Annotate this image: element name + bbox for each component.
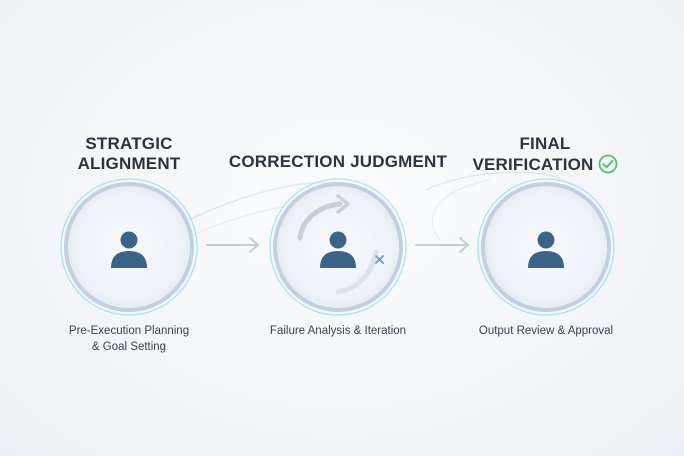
x-mark-icon (375, 255, 384, 264)
step-1-title-line-2: ALIGNMENT (77, 154, 181, 173)
user-icon (320, 231, 356, 268)
step-3-title-line-2-text: VERIFICATION (472, 155, 594, 174)
background-swoosh (431, 179, 491, 241)
step-2-caption-line-1: Failure Analysis & Iteration (269, 325, 407, 337)
step-1-caption-line-1: Pre-Execution Planning (68, 325, 190, 337)
refresh-arrow-icon (297, 201, 379, 295)
check-circle-icon (598, 154, 617, 174)
step-1-title-line-1: STRATGIC (85, 134, 173, 153)
step-1-caption: Pre-Execution Planning & Goal Setting (49, 323, 209, 355)
step-3-title-line-1: FINAL (519, 134, 571, 153)
step-3-title-line-2: VERIFICATION (450, 154, 640, 175)
step-node-2 (269, 178, 407, 316)
step-2-caption: Failure Analysis & Iteration (248, 323, 428, 339)
user-icon (528, 231, 564, 268)
user-icon (111, 231, 147, 268)
arrow-right-icon (415, 237, 469, 253)
step-3-caption: Output Review & Approval (466, 323, 626, 339)
step-node-1 (60, 178, 198, 316)
step-node-3 (477, 178, 615, 316)
step-1-caption-line-2: & Goal Setting (91, 341, 167, 353)
step-2-title: CORRECTION JUDGMENT (228, 152, 448, 172)
arrow-right-icon (206, 237, 259, 253)
background-swoosh (424, 171, 561, 191)
refresh-arrowhead (336, 194, 350, 214)
step-2-title-line-1: CORRECTION JUDGMENT (228, 152, 448, 171)
step-3-caption-line-1: Output Review & Approval (478, 325, 614, 337)
step-3-title: FINAL VERIFICATION (450, 134, 640, 175)
step-1-title: STRATGIC ALIGNMENT (54, 134, 204, 174)
